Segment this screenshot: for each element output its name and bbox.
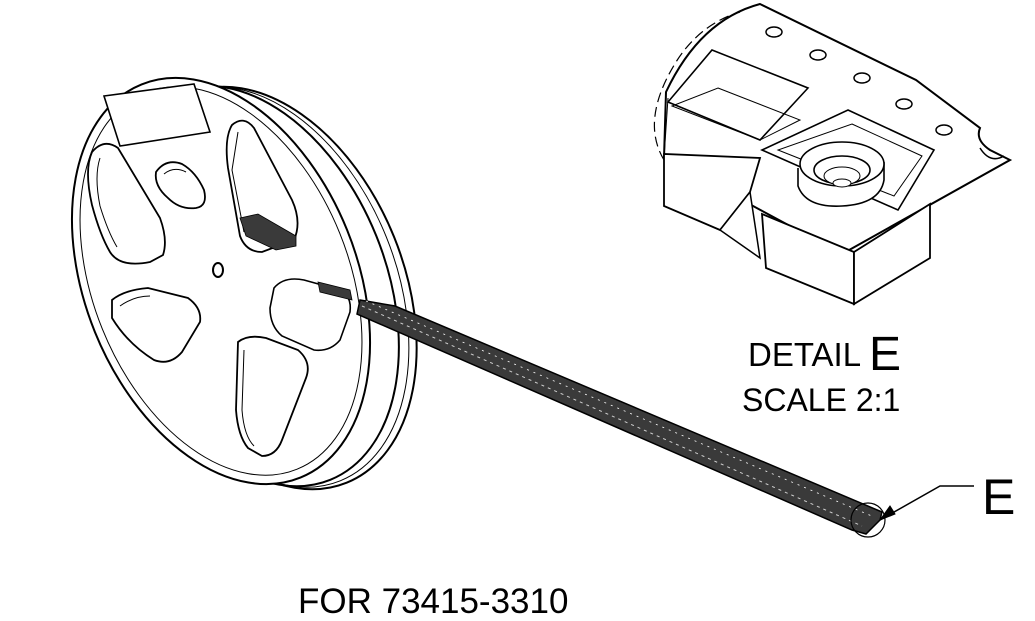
reel-window [111,287,202,363]
component-in-pocket [797,141,885,207]
reel-center-hole [212,262,224,278]
detail-title-word: DETAIL [748,336,860,373]
detail-e-view [653,2,1013,306]
reel-window [87,142,166,265]
part-caption: FOR 73415-3310 [298,582,569,621]
carrier-tape [356,299,883,535]
callout-letter: E [982,469,1016,525]
reel-window [235,335,309,457]
detail-title: DETAIL E [748,331,901,379]
detail-callout-marker [850,485,974,538]
reel [70,76,418,491]
reel-hub-cutout [154,161,206,210]
sprocket-holes [765,26,953,136]
reel-label-area [102,83,212,147]
detail-title-letter: E [869,328,902,381]
tape-on-reel [239,213,353,301]
detail-scale: SCALE 2:1 [742,382,901,418]
